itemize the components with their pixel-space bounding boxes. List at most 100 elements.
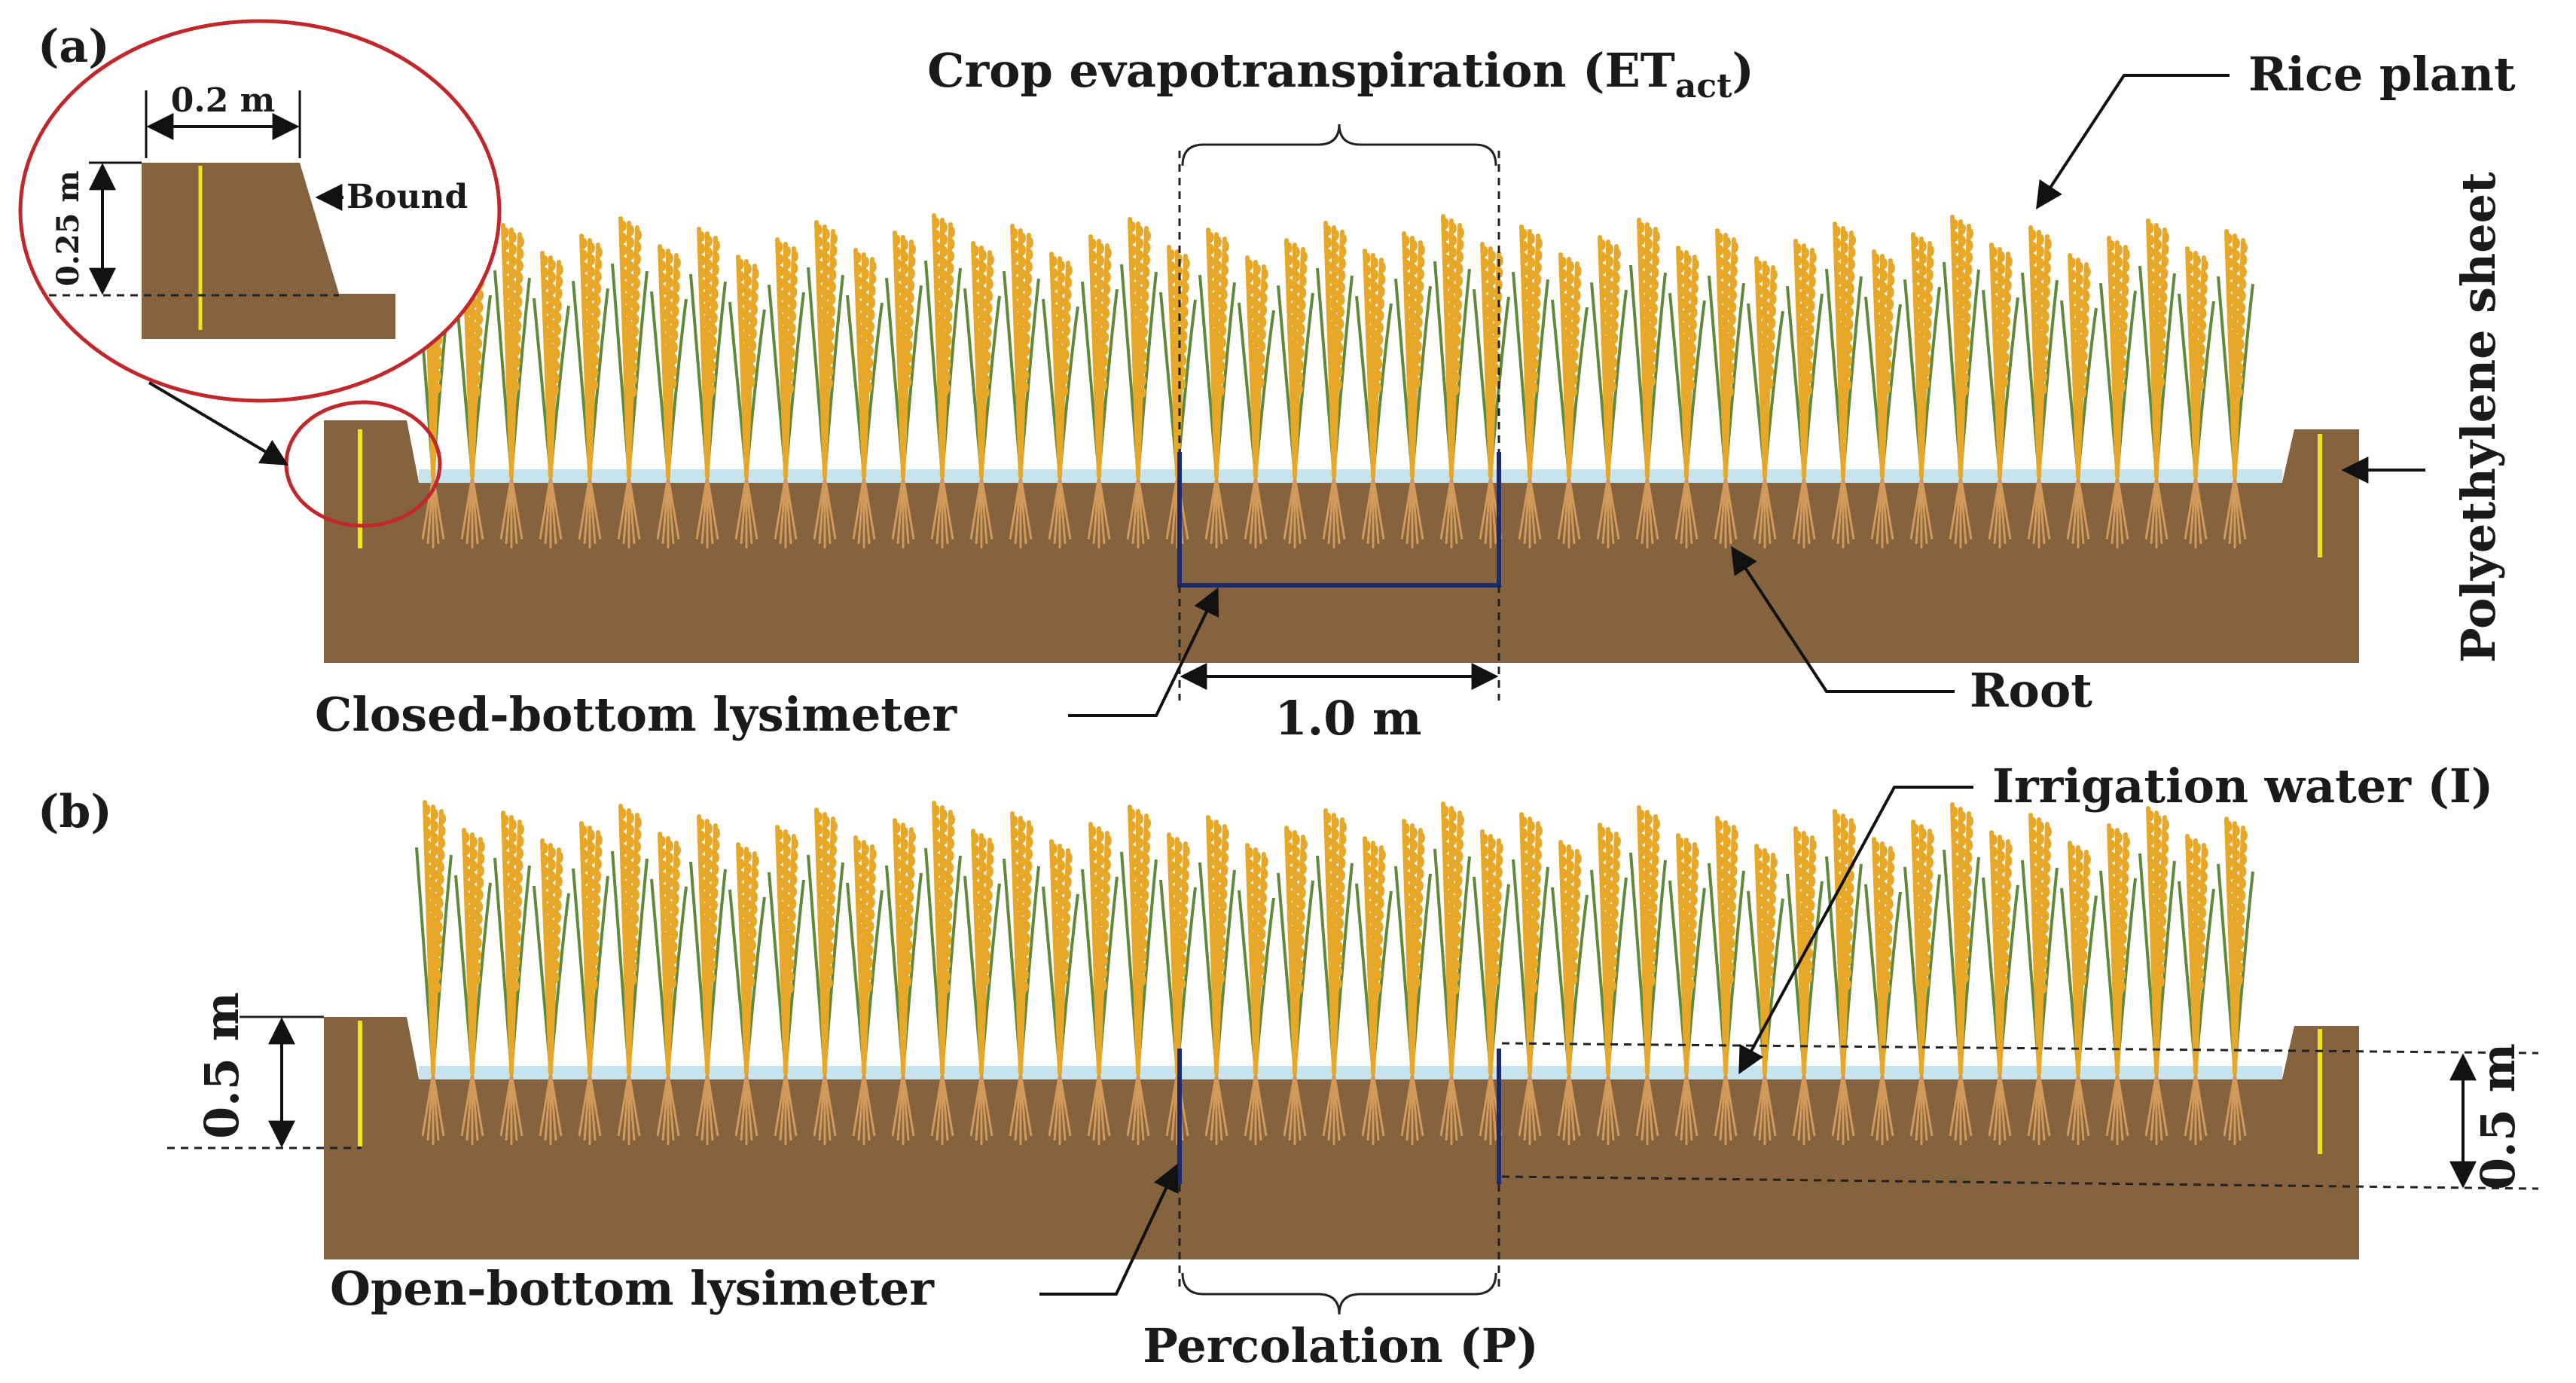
b-rice-plant (1629, 805, 1667, 1145)
panel-a-soil (324, 420, 2359, 663)
a-rice-plant (493, 223, 531, 548)
b-rice-plant (2099, 823, 2137, 1145)
a-rice-plant (1903, 232, 1941, 548)
a-rice-plant (846, 248, 884, 548)
b-rice-plant (2138, 806, 2176, 1145)
a-rice-plant (689, 227, 727, 548)
a-rice-plant (1864, 249, 1902, 548)
left-depth-label: 0.5 m (194, 992, 249, 1139)
b-rice-plant (1708, 816, 1745, 1145)
b-rice-plant (689, 814, 727, 1145)
b-rice-plant (493, 811, 531, 1145)
b-rice-plant (1042, 839, 1079, 1145)
panel-b: (b) Percolation (P) 0.5 m 0.5 m Irrigati… (38, 759, 2539, 1373)
a-rice-plant (1355, 249, 1393, 548)
b-rice-plant (924, 801, 962, 1145)
et-label: Crop evapotranspiration (ETact) (927, 43, 1754, 105)
a-rice-plant (1159, 245, 1197, 548)
a-rice-plant (1629, 218, 1667, 548)
panel-b-tag: (b) (38, 786, 112, 838)
inset-width-label: 0.2 m (171, 81, 275, 120)
a-rice-plant (1120, 217, 1158, 548)
b-rice-plant (1473, 829, 1510, 1145)
rice-plant-leader (2036, 74, 2230, 210)
b-rice-plant (1590, 823, 1628, 1145)
inset-bound-label: Bound (346, 178, 468, 216)
a-rice-plant (1003, 224, 1040, 548)
irrigation-water-label: Irrigation water (I) (1992, 759, 2493, 814)
a-rice-plant (1708, 228, 1745, 548)
a-rice-plant (1943, 215, 1980, 548)
open-bottom-lysimeter-leader (1039, 1163, 1179, 1296)
panel-b-water (419, 1066, 2282, 1079)
a-rice-plant (2060, 253, 2098, 548)
b-rice-plant (533, 838, 570, 1145)
closed-bottom-lysimeter-label: Closed-bottom lysimeter (315, 687, 957, 742)
b-rice-plant (1355, 836, 1393, 1145)
percolation-brace (1181, 1272, 1497, 1315)
closed-bottom-lysimeter (1177, 452, 1501, 588)
width-label: 1.0 m (1274, 691, 1421, 746)
b-rice-plant (885, 818, 923, 1145)
b-rice-plant (1433, 801, 1471, 1145)
b-rice-plant (650, 832, 688, 1145)
b-rice-plant (611, 804, 649, 1145)
a-rice-plant (1081, 234, 1119, 548)
a-rice-plant (2138, 218, 2176, 548)
b-rice-plant (1394, 819, 1432, 1145)
b-rice-plant (1747, 844, 1784, 1145)
b-rice-plant (728, 842, 766, 1145)
b-rice-plant (2060, 841, 2098, 1145)
rice-plant-label: Rice plant (2248, 47, 2516, 102)
right-depth-bottom (1501, 1175, 2539, 1190)
b-rice-plant (1668, 833, 1706, 1145)
right-depth-label: 0.5 m (2471, 1043, 2526, 1190)
a-rice-plant (2021, 225, 2059, 548)
a-rice-plant (1982, 243, 2019, 548)
a-rice-plant (1668, 246, 1706, 548)
b-rice-plant (1825, 809, 1863, 1145)
bund-inset: 0.2 m 0.25 m Bound (18, 19, 502, 403)
a-rice-plant (1433, 214, 1471, 548)
a-rice-plant (728, 255, 766, 548)
a-rice-plant (1825, 221, 1863, 548)
a-rice-plant (1512, 224, 1549, 548)
panel-a-water (419, 469, 2282, 483)
a-rice-plant (768, 237, 805, 548)
b-rice-plant (1903, 820, 1941, 1145)
a-rice-plant (533, 251, 570, 548)
right-depth-top (1501, 1042, 2539, 1055)
rice-plants-b (415, 800, 2254, 1145)
a-rice-plant (650, 244, 688, 548)
a-rice-plant (1473, 242, 1510, 548)
closed-bottom-lysimeter-leader (1068, 587, 1219, 717)
panel-a: (a) Crop evapotranspiration (ETact) 1.0 … (18, 19, 2516, 746)
a-rice-plant (2178, 246, 2215, 548)
a-rice-plant (807, 220, 844, 548)
a-rice-plant (611, 216, 649, 548)
b-rice-plant (1943, 802, 1980, 1145)
percolation-label: Percolation (P) (1143, 1318, 1538, 1373)
b-rice-plant (768, 825, 805, 1145)
b-rice-plant (1120, 804, 1158, 1145)
b-rice-plant (415, 800, 453, 1145)
root-label: Root (1970, 663, 2092, 718)
a-rice-plant (1238, 255, 1275, 548)
open-bottom-lysimeter-label: Open-bottom lysimeter (330, 1261, 935, 1316)
b-rice-plant (454, 828, 492, 1145)
a-rice-plant (1277, 238, 1314, 548)
a-rice-plant (1198, 227, 1236, 548)
b-rice-plant (1512, 812, 1549, 1145)
a-rice-plant (1042, 252, 1079, 548)
a-rice-plant (963, 241, 1001, 548)
b-rice-plant (1003, 811, 1040, 1145)
a-rice-plant (924, 213, 962, 548)
b-rice-plant (2178, 834, 2215, 1145)
et-brace (1181, 124, 1497, 166)
panel-a-tag: (a) (38, 20, 110, 73)
a-rice-plant (1786, 239, 1824, 548)
panel-b-soil (324, 1017, 2359, 1259)
a-rice-plant (1747, 256, 1784, 548)
inset-connector-arrow (148, 381, 289, 466)
